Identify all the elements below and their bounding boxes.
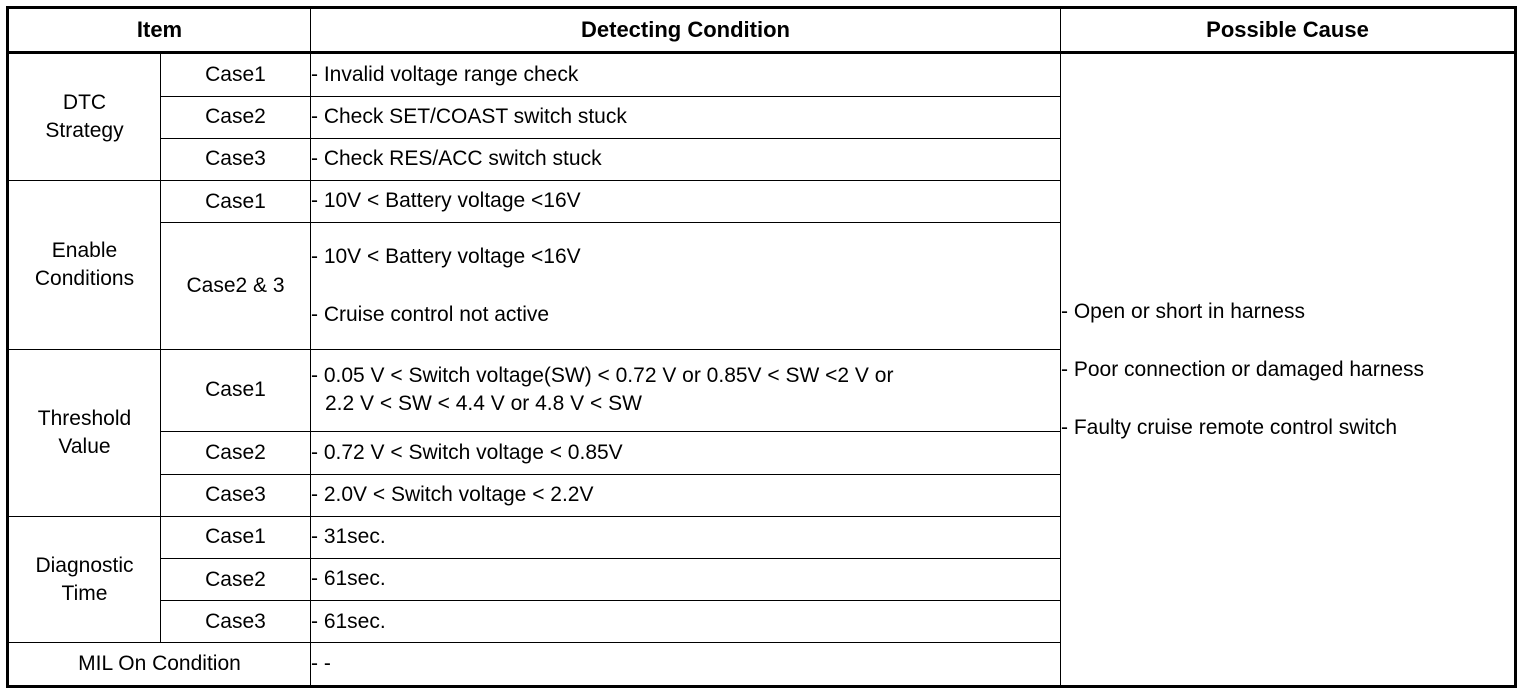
group-label-line1: Diagnostic (35, 553, 134, 577)
group-label-diagnostic-time: Diagnostic Time (7, 515, 161, 644)
cause-item: - Open or short in harness (1061, 299, 1305, 323)
condition-cell: - 10V < Battery voltage <16V (310, 179, 1061, 224)
group-label-line2: Value (58, 434, 111, 458)
condition-cell: - 61sec. (310, 600, 1061, 644)
header-possible-cause: Possible Cause (1060, 7, 1516, 54)
condition-line-continued: 2.2 V < SW < 4.4 V or 4.8 V < SW (325, 392, 642, 416)
group-label-line2: Time (61, 581, 108, 605)
case-label: Case2 & 3 (160, 222, 311, 350)
condition-cell: - Invalid voltage range check (310, 52, 1061, 97)
group-label-line1: Threshold (37, 406, 132, 430)
table-header-row: Item Detecting Condition Possible Cause (7, 7, 1516, 54)
table-row: Case2 - Check SET/COAST switch stuck (8, 95, 1516, 139)
group-label-line1: Enable (51, 239, 118, 263)
condition-line: - 0.05 V < Switch voltage(SW) < 0.72 V o… (311, 364, 894, 388)
case-label: Case1 (160, 348, 311, 433)
table-row: Case2 & 3 - 10V < Battery voltage <16V -… (8, 222, 1516, 350)
case-label: Case1 (160, 52, 311, 97)
mil-on-condition-label: MIL On Condition (7, 642, 311, 687)
table-row: Case3 - Check RES/ACC switch stuck (8, 137, 1516, 181)
condition-cell: - Check SET/COAST switch stuck (310, 95, 1061, 139)
group-label-enable-conditions: Enable Conditions (7, 179, 161, 350)
header-detecting-condition: Detecting Condition (310, 7, 1061, 54)
header-item: Item (7, 7, 311, 54)
condition-cell: - 2.0V < Switch voltage < 2.2V (310, 473, 1061, 517)
group-label-dtc-strategy: DTC Strategy (7, 52, 161, 181)
cause-item: - Poor connection or damaged harness (1061, 357, 1425, 381)
possible-cause-cell: - Open or short in harness - Poor connec… (1060, 52, 1516, 687)
table-row-mil-on-condition: MIL On Condition - - (7, 642, 1516, 687)
case-label: Case1 (160, 515, 311, 559)
table-row: Enable Conditions Case1 - 10V < Battery … (7, 179, 1516, 350)
dtc-diagnostic-table: Item Detecting Condition Possible Cause … (6, 6, 1517, 688)
case-label: Case1 (160, 179, 311, 224)
table-row: Threshold Value Case1 - 0.05 V < Switch … (7, 348, 1516, 517)
case-label: Case2 (160, 95, 311, 139)
condition-line: - 10V < Battery voltage <16V (311, 244, 581, 268)
case-label: Case2 (160, 431, 311, 475)
case-label: Case3 (160, 137, 311, 181)
condition-cell: - Check RES/ACC switch stuck (310, 137, 1061, 181)
table-row: Case2 - 0.72 V < Switch voltage < 0.85V (8, 431, 1516, 475)
condition-cell: - 0.72 V < Switch voltage < 0.85V (310, 431, 1061, 475)
case-label: Case2 (160, 557, 311, 602)
table-row: Case3 - 2.0V < Switch voltage < 2.2V (8, 473, 1516, 517)
group-label-threshold-value: Threshold Value (7, 348, 161, 517)
condition-cell: - 0.05 V < Switch voltage(SW) < 0.72 V o… (310, 348, 1061, 433)
group-label-line1: DTC (62, 91, 107, 115)
table-row: Case3 - 61sec. (8, 600, 1516, 644)
condition-cell: - 31sec. (310, 515, 1061, 559)
table-row: DTC Strategy Case1 - Invalid voltage ran… (7, 52, 1516, 687)
mil-on-condition-value: - - (310, 642, 1061, 687)
group-label-line2: Conditions (34, 266, 135, 290)
case-label: Case3 (160, 473, 311, 517)
group-label-line2: Strategy (45, 118, 124, 142)
condition-cell: - 61sec. (310, 557, 1061, 602)
condition-cell: - 10V < Battery voltage <16V - Cruise co… (310, 222, 1061, 350)
cause-item: - Faulty cruise remote control switch (1061, 415, 1398, 439)
condition-line-2: - Cruise control not active (311, 302, 550, 326)
case-label: Case3 (160, 600, 311, 644)
